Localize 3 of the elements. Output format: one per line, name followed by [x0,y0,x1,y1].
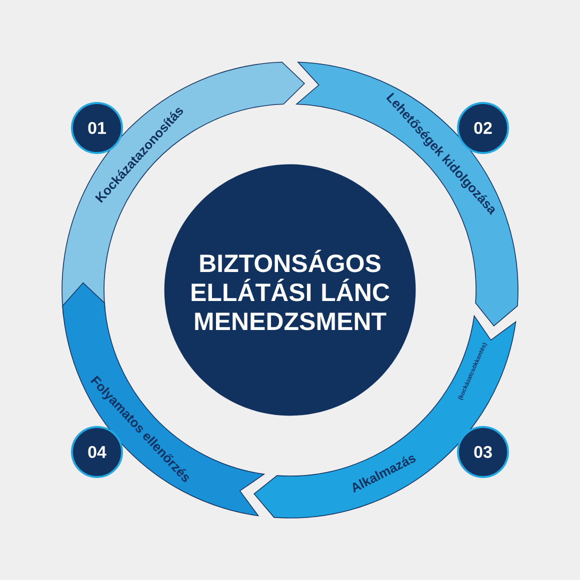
step-number-badge: 04 [71,426,123,478]
step-number-badge: 02 [457,102,509,154]
step-number-badge: 03 [457,426,509,478]
